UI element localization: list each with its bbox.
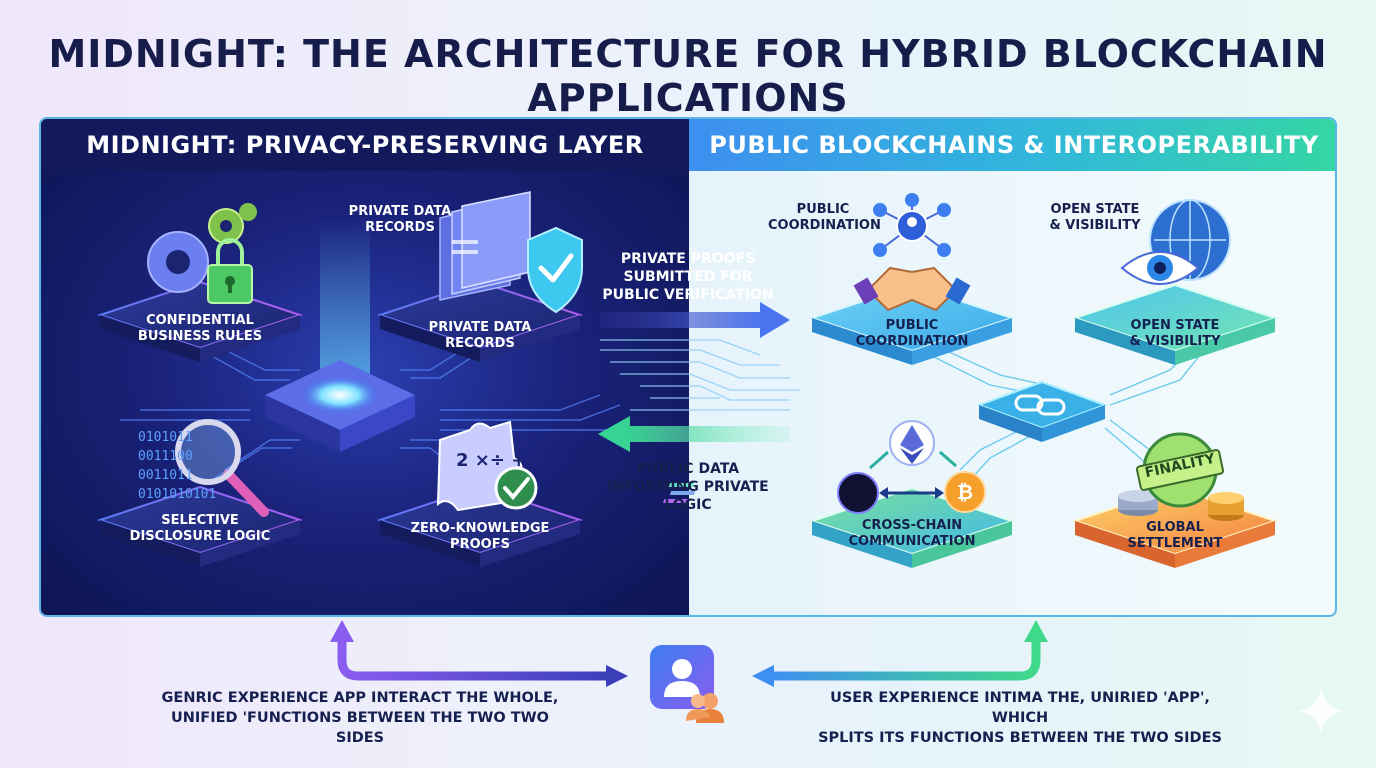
bottom-right-caption: USER EXPERIENCE INTIMA THE, UNIRIED 'APP…: [818, 690, 1222, 746]
label-open-state-visibility: OPEN STATE & VISIBILITY: [1129, 318, 1221, 349]
solana-icon: [662, 472, 879, 514]
label-private-data-records: PRIVATE DATA RECORDS: [428, 320, 532, 351]
privacy-layer-header: MIDNIGHT: PRIVACY-PRESERVING LAYER: [41, 119, 689, 171]
label-zero-knowledge-proofs: ZERO-KNOWLEDGE PROOFS: [410, 521, 550, 552]
bottom-left-caption: GENRIC EXPERIENCE APP INTERACT THE WHOLE…: [161, 690, 559, 746]
svg-text:₿: ₿: [957, 480, 973, 504]
chain-link-icon: [1014, 394, 1066, 416]
binary-line: 0011011: [138, 468, 193, 483]
arrow-public-to-private: [598, 416, 790, 452]
sparkle-icon: [1298, 688, 1344, 734]
globe-eye-icon: [1120, 199, 1231, 285]
bottom-arrow-left: [330, 620, 628, 687]
coins-icon: [1118, 490, 1244, 521]
magnifier-icon: [175, 419, 269, 517]
finality-badge: [1135, 432, 1225, 508]
label-selective-disclosure-logic: SELECTIVE DISCLOSURE LOGIC: [129, 513, 271, 544]
check-badge-icon: [494, 466, 538, 510]
caption-public-coordination: PUBLIC COORDINATION: [768, 202, 881, 233]
label-confidential-business-rules: CONFIDENTIAL BUSINESS RULES: [137, 313, 263, 344]
handshake-icon: [853, 266, 971, 312]
shield-check-icon: [527, 226, 583, 314]
label-global-settlement: GLOBAL SETTLEMENT: [1127, 520, 1223, 551]
tile-public-coordination: [808, 283, 1016, 365]
ethereum-icon: [889, 420, 935, 466]
tile-open-state-visibility: [1071, 283, 1279, 365]
flow-label-to-private: PUBLIC DATA INFORMING PRIVATE LOGIC: [607, 461, 769, 513]
caption-open-state: OPEN STATE & VISIBILITY: [1049, 202, 1141, 233]
network-icon: [873, 193, 951, 257]
label-cross-chain-communication: CROSS-CHAIN COMMUNICATION: [848, 518, 976, 549]
math-symbols: 2 ×÷ +: [456, 450, 527, 471]
bottom-arrow-right: [752, 620, 1048, 687]
flow-label-to-public: PRIVATE PROOFS SUBMITTED FOR PUBLIC VERI…: [602, 251, 774, 303]
arrow-private-to-public: [600, 302, 790, 338]
swap-arrows-icon: [869, 450, 957, 499]
padlock-icon: [207, 238, 253, 304]
caption-private-data-records: PRIVATE DATA RECORDS: [348, 204, 452, 235]
flow-traces: [600, 339, 800, 411]
public-chains-header: PUBLIC BLOCKCHAINS & INTEROPERABILITY: [689, 119, 1335, 171]
tile-private-data-records: [376, 280, 584, 362]
binary-line: 0011100: [138, 449, 193, 464]
binary-line: 0101010101: [138, 487, 217, 502]
binary-line: 0101011: [138, 430, 193, 445]
page-title: MIDNIGHT: THE ARCHITECTURE FOR HYBRID BL…: [48, 32, 1328, 120]
binary-text: 0101011 0011100 0011011 0101010101: [138, 428, 216, 504]
label-public-coordination: PUBLIC COORDINATION: [855, 318, 969, 349]
gears-icon: [147, 203, 257, 293]
privacy-core-chip: [265, 220, 415, 452]
user-icon: [650, 645, 724, 723]
bitcoin-icon: ₿: [944, 471, 986, 513]
